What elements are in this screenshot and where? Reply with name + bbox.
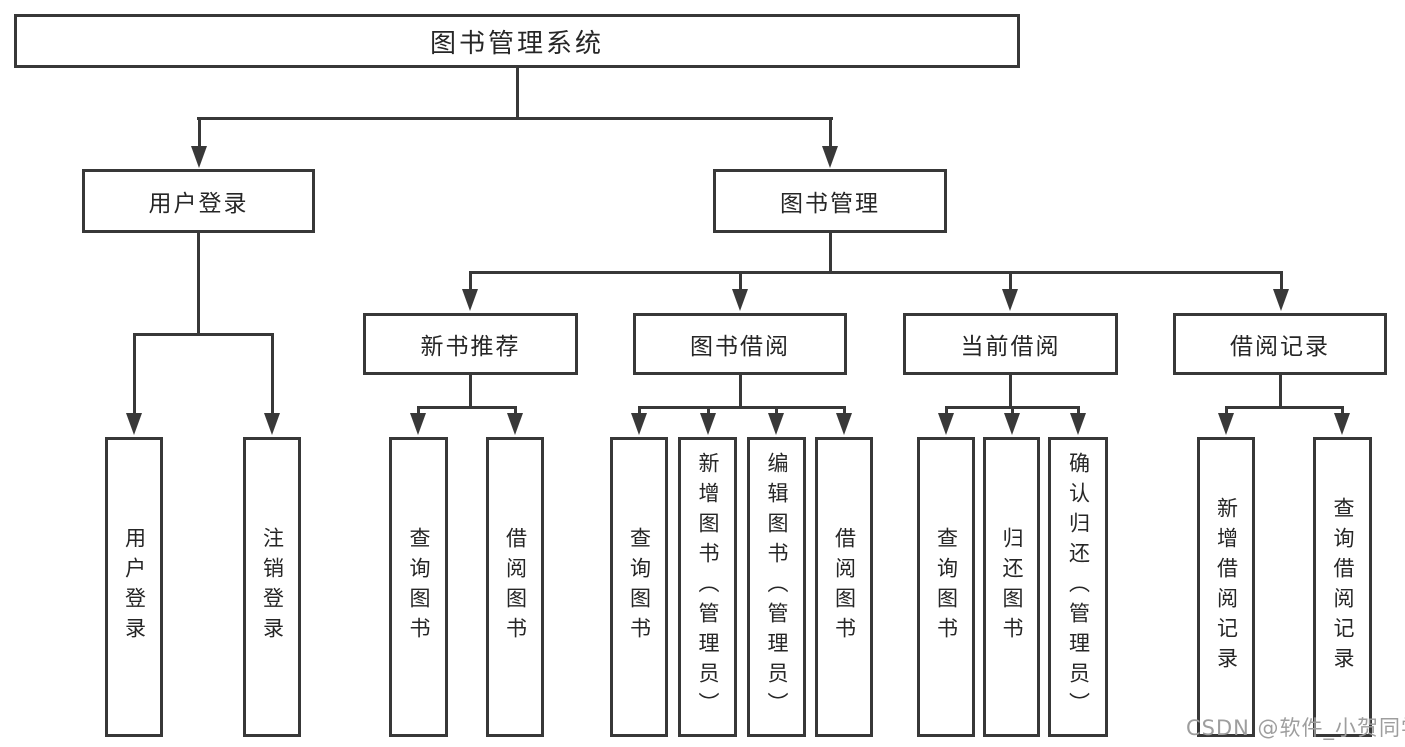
connector-line: [707, 406, 710, 416]
connector-line: [417, 406, 420, 416]
arrow-down-icon: [938, 413, 954, 435]
csdn-watermark: CSDN @软件_小贺同学: [1186, 716, 1405, 740]
node-book-borrowing: 图书借阅: [633, 313, 847, 375]
node-label: 图书借阅: [690, 334, 790, 360]
connector-line: [271, 333, 274, 415]
arrow-down-icon: [507, 413, 523, 435]
node-label: 新增借阅记录: [1214, 497, 1239, 677]
arrow-down-icon: [1273, 289, 1289, 311]
leaf-edit-books-admin: 编辑图书（管理员）: [747, 437, 806, 737]
connector-line: [1009, 373, 1012, 409]
node-label: 编辑图书（管理员）: [765, 452, 789, 722]
connector-line: [197, 231, 200, 335]
connector-line: [133, 333, 274, 336]
node-label: 查询图书: [407, 527, 431, 647]
node-current-borrowing: 当前借阅: [903, 313, 1118, 375]
leaf-query-borrow-record: 查询借阅记录: [1313, 437, 1372, 737]
connector-line: [1077, 406, 1080, 416]
leaf-query-books-recommend: 查询图书: [389, 437, 448, 737]
node-label: 图书管理: [780, 191, 880, 217]
node-label: 当前借阅: [960, 334, 1061, 360]
leaf-query-books-borrowing: 查询图书: [610, 437, 668, 737]
connector-line: [469, 271, 1282, 274]
connector-line: [1225, 406, 1344, 409]
connector-line: [829, 231, 832, 273]
arrow-down-icon: [732, 289, 748, 311]
leaf-user-login: 用户登录: [105, 437, 163, 737]
connector-line: [843, 406, 846, 416]
arrow-down-icon: [631, 413, 647, 435]
leaf-query-books-current: 查询图书: [917, 437, 975, 737]
connector-line: [638, 406, 641, 416]
node-user-login: 用户登录: [82, 169, 315, 233]
arrow-down-icon: [768, 413, 784, 435]
connector-line: [775, 406, 778, 416]
leaf-return-books: 归还图书: [983, 437, 1040, 737]
arrow-down-icon: [1218, 413, 1234, 435]
node-label: 查询借阅记录: [1331, 497, 1355, 677]
node-label: 借阅图书: [832, 527, 857, 647]
connector-line: [1009, 271, 1012, 292]
arrow-down-icon: [822, 146, 838, 168]
arrow-down-icon: [462, 289, 478, 311]
connector-line: [1280, 271, 1283, 292]
node-label: 新增图书（管理员）: [696, 452, 720, 722]
node-label: 查询图书: [934, 527, 959, 647]
node-root-system: 图书管理系统: [14, 14, 1020, 68]
arrow-down-icon: [836, 413, 852, 435]
connector-line: [516, 68, 519, 118]
connector-line: [945, 406, 948, 416]
connector-line: [1011, 406, 1014, 416]
leaf-add-borrow-record: 新增借阅记录: [1197, 437, 1255, 737]
node-label: 用户登录: [122, 527, 147, 647]
arrow-down-icon: [1002, 289, 1018, 311]
leaf-confirm-return-admin: 确认归还（管理员）: [1048, 437, 1108, 737]
node-borrowing-records: 借阅记录: [1173, 313, 1387, 375]
connector-line: [739, 373, 742, 409]
arrow-down-icon: [1004, 413, 1020, 435]
connector-line: [469, 271, 472, 292]
arrow-down-icon: [126, 413, 142, 435]
node-label: 查询图书: [627, 527, 652, 647]
node-label: 借阅图书: [503, 527, 528, 647]
node-label: 图书管理系统: [429, 28, 604, 59]
node-label: 归还图书: [1000, 527, 1024, 647]
leaf-add-books-admin: 新增图书（管理员）: [678, 437, 737, 737]
connector-line: [198, 117, 201, 149]
node-label: 借阅记录: [1230, 334, 1330, 360]
node-label: 新书推荐: [420, 334, 521, 360]
arrow-down-icon: [1070, 413, 1086, 435]
leaf-logout: 注销登录: [243, 437, 301, 737]
connector-line: [469, 373, 472, 409]
arrow-down-icon: [191, 146, 207, 168]
arrow-down-icon: [1334, 413, 1350, 435]
connector-line: [1279, 373, 1282, 409]
node-label: 用户登录: [148, 191, 249, 217]
connector-line: [638, 406, 846, 409]
connector-line: [197, 117, 833, 120]
leaf-borrow-books: 借阅图书: [815, 437, 873, 737]
arrow-down-icon: [410, 413, 426, 435]
arrow-down-icon: [264, 413, 280, 435]
connector-line: [829, 117, 832, 149]
node-label: 注销登录: [260, 527, 285, 647]
node-book-management: 图书管理: [713, 169, 947, 233]
connector-line: [1341, 406, 1344, 416]
connector-line: [739, 271, 742, 292]
node-new-book-recommend: 新书推荐: [363, 313, 578, 375]
connector-line: [133, 333, 136, 415]
connector-line: [514, 406, 517, 416]
connector-line: [1225, 406, 1228, 416]
arrow-down-icon: [700, 413, 716, 435]
node-label: 确认归还（管理员）: [1066, 452, 1091, 722]
leaf-borrow-books-recommend: 借阅图书: [486, 437, 544, 737]
connector-line: [417, 406, 517, 409]
